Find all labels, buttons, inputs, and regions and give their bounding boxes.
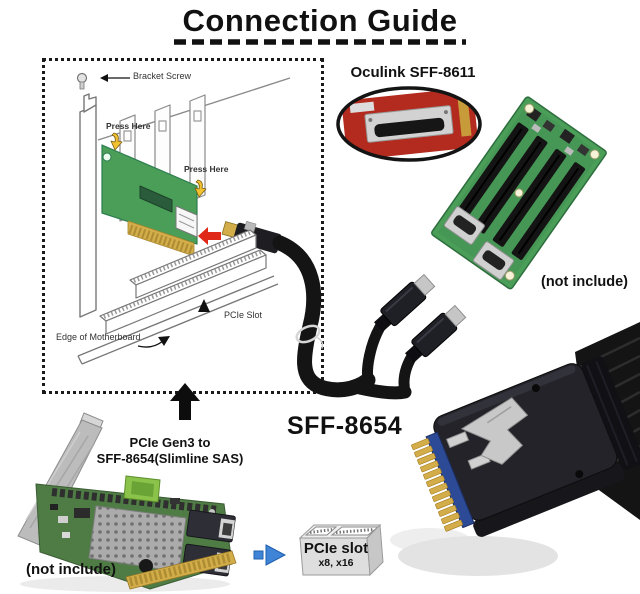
oculink-port xyxy=(374,117,445,138)
backplane-components xyxy=(526,106,590,157)
connector-metal-latch xyxy=(445,397,529,470)
adapter-not-include-note: (not include) xyxy=(26,561,116,578)
connector-pcb-edge xyxy=(425,431,475,529)
cable-connector-2 xyxy=(405,304,467,363)
adapter-gold-fingers xyxy=(125,550,237,590)
connector-closeup-photo xyxy=(390,322,640,576)
page-title: Connection Guide xyxy=(182,3,458,38)
backplane-mount-holes xyxy=(504,103,600,281)
adapter-sff-port-1 xyxy=(186,509,236,543)
bracket-screw-label: Bracket Screw xyxy=(133,71,192,81)
connector-gold-pins xyxy=(411,438,463,532)
sff8654-label: SFF-8654 xyxy=(287,412,403,440)
adapter-bracket xyxy=(17,412,104,547)
press-here-label-top: Press Here xyxy=(106,121,151,131)
oculink-label: Oculink SFF-8611 xyxy=(350,64,476,81)
press-here-label-right: Press Here xyxy=(184,164,229,174)
adapter-title-line2: SFF-8654(Slimline SAS) xyxy=(96,451,244,467)
backplane-not-include-note: (not include) xyxy=(541,274,628,290)
backplane-pcie-slots xyxy=(455,122,586,260)
adapter-components xyxy=(50,475,215,538)
backplane-oculink-ports xyxy=(443,206,515,280)
installation-diagram-frame xyxy=(42,58,324,394)
edge-of-motherboard-label: Edge of Motherboard xyxy=(56,332,141,342)
backplane-board xyxy=(431,96,607,290)
oculink-pcb-label xyxy=(349,101,375,114)
pcie-slot-label: PCIe Slot xyxy=(224,310,263,320)
blue-arrow-icon xyxy=(253,544,287,566)
connector-strain-relief xyxy=(581,356,640,470)
adapter-pin-headers xyxy=(51,488,219,514)
ribbon-cable xyxy=(575,322,640,520)
adapter-card-title: PCIe Gen3 to SFF-8654(Slimline SAS) xyxy=(86,435,254,468)
pcie-slot-callout-line1: PCIe slot xyxy=(303,540,369,557)
adapter-sff-port-2 xyxy=(182,543,232,577)
cable-connector-1 xyxy=(374,273,436,332)
sff8654-connector-body xyxy=(411,356,640,537)
oculink-oval-ring xyxy=(336,86,482,162)
pcie-slot-callout-line2: x8, x16 xyxy=(318,557,354,569)
oculink-photo xyxy=(336,86,482,162)
adapter-title-line1: PCIe Gen3 to xyxy=(129,435,211,450)
